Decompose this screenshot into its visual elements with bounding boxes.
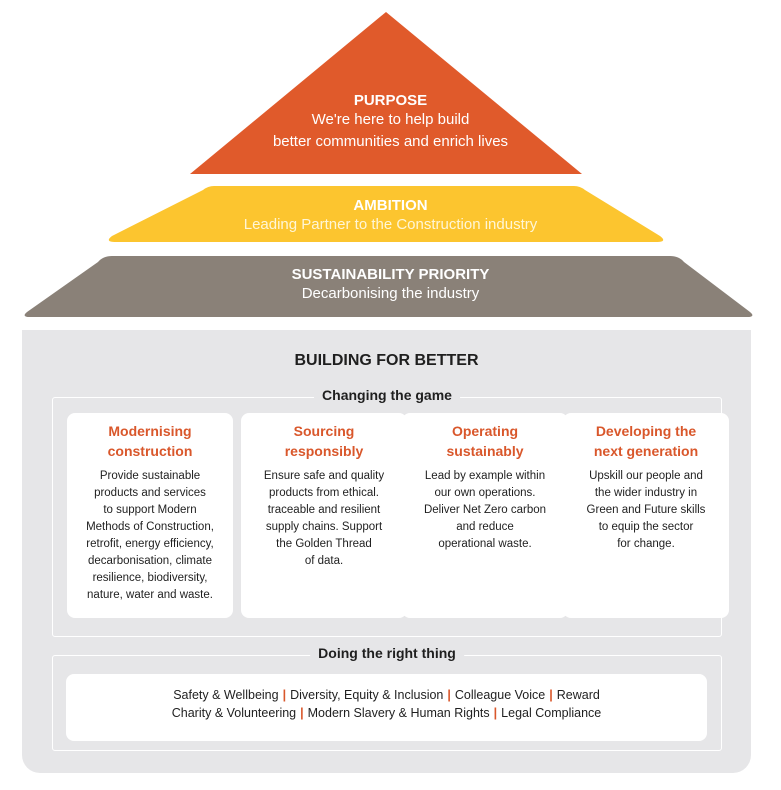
- value-item: Modern Slavery & Human Rights: [307, 706, 490, 720]
- pillar-title-line: Modernising: [108, 423, 192, 439]
- ambition-title: AMBITION: [353, 197, 428, 214]
- building-for-better-title: BUILDING FOR BETTER: [294, 352, 479, 369]
- separator: |: [282, 688, 287, 702]
- sustainability-text: SUSTAINABILITY PRIORITY Decarbonising th…: [0, 266, 781, 304]
- changing-the-game-label: Changing the game: [314, 387, 460, 403]
- pillar-body-line: Methods of Construction,: [86, 521, 214, 533]
- pillar-body-line: for change.: [617, 538, 675, 550]
- separator: |: [300, 706, 304, 720]
- value-item: Diversity, Equity & Inclusion: [290, 688, 444, 702]
- values-box: Safety & Wellbeing|Diversity, Equity & I…: [66, 674, 707, 741]
- pillar-title: Developing the next generation: [569, 421, 723, 461]
- doing-the-right-thing-label: Doing the right thing: [310, 645, 464, 661]
- values-row-1: Safety & Wellbeing|Diversity, Equity & I…: [66, 686, 707, 704]
- separator: |: [493, 706, 498, 720]
- pillar-body-line: Deliver Net Zero carbon: [423, 504, 547, 516]
- value-item: Colleague Voice: [454, 688, 546, 702]
- pillar-body-line: resilience, biodiversity,: [92, 572, 208, 584]
- purpose-text: PURPOSE We're here to help build better …: [0, 92, 781, 153]
- purpose-line-2: better communities and enrich lives: [272, 133, 509, 150]
- pillar-title-line: Sourcing: [293, 423, 355, 439]
- pillar-title-line: sustainably: [446, 443, 524, 459]
- value-item: Reward: [556, 688, 600, 702]
- pillar-title-line: Operating: [451, 423, 519, 439]
- value-item: Legal Compliance: [501, 706, 602, 720]
- purpose-title: PURPOSE: [353, 92, 428, 109]
- pillar-title-line: next generation: [593, 443, 699, 459]
- pillar-body-line: our own operations.: [434, 487, 536, 499]
- pillar-body-line: retrofit, energy efficiency,: [86, 538, 214, 550]
- purpose-line-1: We're here to help build: [311, 111, 470, 128]
- sustainability-subtitle: Decarbonising the industry: [301, 285, 480, 302]
- pillar-body-line: Provide sustainable: [99, 470, 201, 482]
- sustainability-band: [24, 256, 753, 317]
- pillar-body-line: operational waste.: [438, 538, 532, 550]
- pillar-operating-sustainably: Operating sustainably Lead by example wi…: [402, 413, 568, 618]
- pillar-body-line: to support Modern: [103, 504, 197, 516]
- pillar-description: Lead by example within our own operation…: [408, 468, 562, 553]
- doing-the-right-thing-frame: Doing the right thing Safety & Wellbeing…: [52, 645, 722, 751]
- separator: |: [549, 688, 553, 702]
- pillar-description: Provide sustainable products and service…: [73, 468, 227, 604]
- pillar-title: Operating sustainably: [408, 421, 562, 461]
- ambition-subtitle: Leading Partner to the Construction indu…: [243, 216, 538, 233]
- pillar-modernising-construction: Modernising construction Provide sustain…: [67, 413, 233, 618]
- ambition-text: AMBITION Leading Partner to the Construc…: [0, 197, 781, 235]
- values-row-2: Charity & Volunteering|Modern Slavery & …: [66, 704, 707, 722]
- pillar-body-line: products and services: [94, 487, 206, 499]
- sustainability-title: SUSTAINABILITY PRIORITY: [291, 266, 490, 283]
- purpose-triangle: [190, 12, 582, 174]
- pillar-body-line: the Golden Thread: [276, 538, 372, 550]
- pillar-title: Sourcing responsibly: [247, 421, 401, 461]
- pillar-body-line: Lead by example within: [424, 470, 546, 482]
- pillar-title-line: construction: [107, 443, 193, 459]
- building-for-better-section: BUILDING FOR BETTER Changing the game Mo…: [22, 330, 751, 773]
- pillar-developing-next-generation: Developing the next generation Upskill o…: [563, 413, 729, 618]
- separator: |: [447, 688, 451, 702]
- pillar-description: Ensure safe and quality products from et…: [247, 468, 401, 570]
- pillar-sourcing-responsibly: Sourcing responsibly Ensure safe and qua…: [241, 413, 407, 618]
- pillar-body-line: supply chains. Support: [265, 521, 383, 533]
- pillar-title-line: responsibly: [284, 443, 364, 459]
- ambition-band: [108, 186, 664, 242]
- pillar-body-line: products from ethical.: [269, 487, 379, 499]
- pillar-body-line: Ensure safe and quality: [263, 470, 385, 482]
- pillar-body-line: traceable and resilient: [267, 504, 381, 516]
- pillar-body-line: decarbonisation, climate: [87, 555, 212, 567]
- pillar-body-line: nature, water and waste.: [87, 589, 213, 601]
- pillar-description: Upskill our people and the wider industr…: [569, 468, 723, 553]
- pillar-body-line: to equip the sector: [598, 521, 694, 533]
- changing-the-game-frame: Changing the game Modernising constructi…: [52, 387, 729, 637]
- value-item: Charity & Volunteering: [171, 706, 297, 720]
- pillar-title-line: Developing the: [595, 423, 697, 439]
- pillar-body-line: the wider industry in: [594, 487, 698, 499]
- pillar-body-line: and reduce: [456, 521, 514, 533]
- roof-layers: [24, 12, 753, 317]
- pillar-body-line: Green and Future skills: [586, 504, 706, 516]
- pillar-body-line: of data.: [304, 555, 344, 567]
- pillar-title: Modernising construction: [73, 421, 227, 461]
- value-item: Safety & Wellbeing: [173, 688, 279, 702]
- pillar-body-line: Upskill our people and: [589, 470, 703, 482]
